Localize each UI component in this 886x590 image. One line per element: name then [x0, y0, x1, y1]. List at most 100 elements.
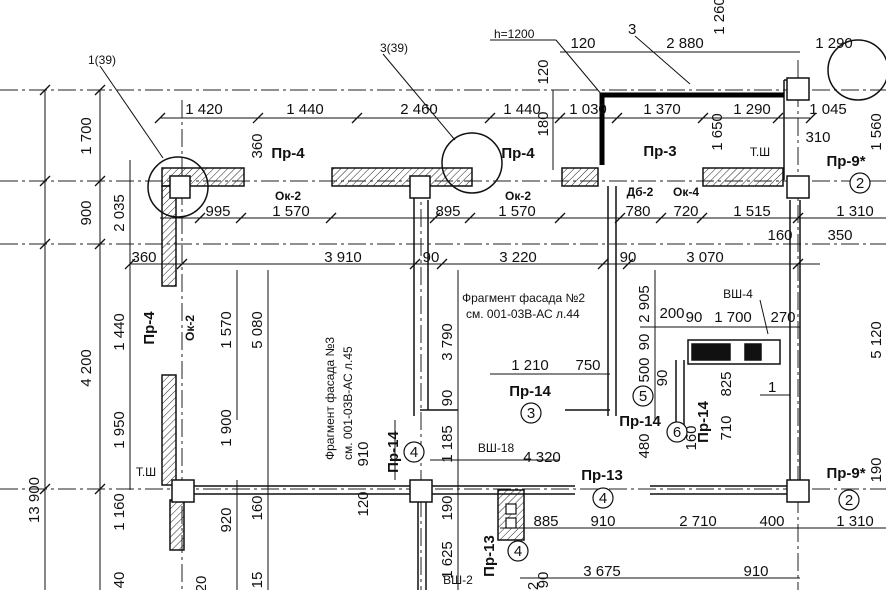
- circle-num: 5: [639, 388, 647, 405]
- opening-label: Пр-13: [581, 467, 623, 484]
- window-label: Ок-2: [505, 189, 531, 203]
- dim: 90: [636, 334, 653, 351]
- dim: 1 160: [111, 493, 128, 531]
- facade3-note-line2: см. 001-03В-АС л.45: [341, 346, 355, 460]
- dim: 920: [218, 507, 235, 532]
- opening-label: Пр-9*: [826, 153, 865, 170]
- dim: 2 710: [679, 513, 717, 530]
- dimension-ticks: [39, 84, 817, 495]
- dims-left-vertical: 1 700 900 2 035 4 200 1 440 1 950 1 160 …: [26, 117, 128, 531]
- dim: 1 900: [218, 409, 235, 447]
- dims-inner-vertical: 1 570 5 080 1 900 920 160 3 790 90 1 185…: [218, 0, 885, 579]
- dim: 1 045: [809, 101, 847, 118]
- shaft-labels: ВШ-4 ВШ-18 ВШ-2: [443, 287, 753, 587]
- dim: 780: [625, 203, 650, 220]
- dim: 20: [193, 576, 210, 590]
- dim: 895: [435, 203, 460, 220]
- dim: 825: [718, 371, 735, 396]
- circled-number-labels: 2 2 3 4 4 4 5 6: [410, 175, 864, 560]
- opening-label: Пр-4: [501, 145, 535, 162]
- dims-row3: 360 3 910 90 3 220 90 3 070 160 350: [131, 227, 852, 266]
- circle-num: 2: [845, 492, 853, 509]
- tsh-label: Т.Ш: [750, 145, 770, 159]
- dim: 1 310: [836, 513, 874, 530]
- circle-num: 4: [410, 444, 418, 461]
- dim: 750: [575, 357, 600, 374]
- dim: 5 120: [868, 321, 885, 359]
- dim: 190: [868, 457, 885, 482]
- circle-num: 2: [856, 175, 864, 192]
- shaft-label: ВШ-4: [723, 287, 753, 301]
- dim: 3 675: [583, 563, 621, 580]
- callout-3-39: 3(39): [380, 41, 408, 55]
- dim: 13 900: [26, 477, 43, 523]
- opening-labels: Пр-4 Пр-4 Пр-3 Пр-9* Пр-9* Пр-4 Пр-14 Пр…: [141, 143, 866, 577]
- dims-upper: 120 2 880 1 290 120: [535, 35, 853, 85]
- shaft-label: ВШ-2: [443, 573, 473, 587]
- window-label: Ок-2: [183, 315, 197, 341]
- dim: 310: [805, 129, 830, 146]
- dim: 1 310: [836, 203, 874, 220]
- dim: 90: [686, 309, 703, 326]
- dim: 120: [355, 491, 372, 516]
- dim: 1 030: [569, 101, 607, 118]
- window-label: Дб-2: [627, 185, 654, 199]
- circle-num: 4: [514, 543, 522, 560]
- dim: 2: [525, 582, 542, 590]
- dim: 2 460: [400, 101, 438, 118]
- dim: 40: [111, 572, 128, 589]
- dims-inner-horizontal: 1 210 750 200 90 1 700 270 4 320 885 910…: [111, 305, 874, 590]
- dim: 180: [535, 111, 552, 136]
- dim: 350: [827, 227, 852, 244]
- tsh-label: Т.Ш: [136, 465, 156, 479]
- dim: 120: [535, 59, 552, 84]
- dim: 900: [78, 200, 95, 225]
- dim: 910: [590, 513, 615, 530]
- dim: 1 210: [511, 357, 549, 374]
- opening-label: Пр-4: [271, 145, 305, 162]
- dim: 3 790: [439, 323, 456, 361]
- dim: 710: [718, 415, 735, 440]
- dim: 720: [673, 203, 698, 220]
- dim: 1 290: [733, 101, 771, 118]
- dim: 2 880: [666, 35, 704, 52]
- dim: 90: [654, 370, 671, 387]
- dim: 4 200: [78, 349, 95, 387]
- dim: 400: [759, 513, 784, 530]
- dim: 910: [743, 563, 768, 580]
- window-label: Ок-4: [673, 185, 699, 199]
- dim: 1 650: [709, 113, 726, 151]
- dim: 360: [131, 249, 156, 266]
- axis-lines: [0, 60, 886, 590]
- dim: 1 440: [286, 101, 324, 118]
- dim: 1 515: [733, 203, 771, 220]
- dim: 2 035: [111, 194, 128, 232]
- circle-num: 3: [527, 405, 535, 422]
- dim: 1 570: [218, 311, 235, 349]
- dim: 1 260: [711, 0, 728, 35]
- dim: 1 570: [272, 203, 310, 220]
- shaft-label: ВШ-18: [478, 441, 515, 455]
- dim: 190: [439, 495, 456, 520]
- dim: 480: [636, 433, 653, 458]
- callout-3: 3: [628, 21, 636, 38]
- dim: 1 625: [439, 541, 456, 579]
- opening-label: Пр-3: [643, 143, 676, 160]
- dim: 360: [249, 133, 266, 158]
- dim: 160: [683, 425, 700, 450]
- dim: 1 560: [868, 113, 885, 151]
- dim: 160: [249, 495, 266, 520]
- dim: 5 080: [249, 311, 266, 349]
- dim: 200: [659, 305, 684, 322]
- dims-row2: 995 1 570 895 1 570 780 720 1 515 1 310: [205, 203, 873, 220]
- dim: 90: [535, 572, 552, 589]
- dim: 1 420: [185, 101, 223, 118]
- dim: 3 910: [324, 249, 362, 266]
- dim: 4 320: [523, 449, 561, 466]
- dim: 90: [423, 249, 440, 266]
- dim: 500: [636, 357, 653, 382]
- dim: 120: [570, 35, 595, 52]
- facade2-note-line1: Фрагмент фасада №2: [462, 291, 585, 305]
